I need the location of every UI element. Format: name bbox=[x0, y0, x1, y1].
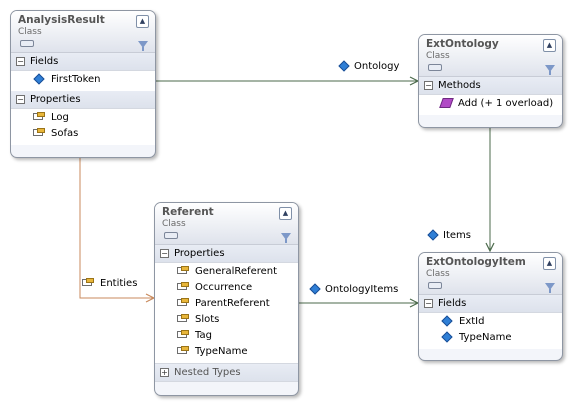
class-name: Referent bbox=[162, 206, 214, 218]
collapse-icon[interactable]: ▲ bbox=[543, 39, 556, 52]
section-properties[interactable]: −Properties bbox=[155, 245, 298, 263]
class-extontologyitem[interactable]: ExtOntologyItem Class ▲ −Fields ExtId Ty… bbox=[418, 252, 563, 361]
property-icon bbox=[33, 128, 45, 138]
ontology-association-label: Ontology bbox=[338, 60, 400, 73]
member-name: ExtId bbox=[459, 316, 485, 327]
items-association-label: Items bbox=[427, 229, 471, 242]
field-icon bbox=[338, 60, 350, 72]
collapse-section-icon[interactable]: − bbox=[16, 57, 25, 66]
section-nested-types[interactable]: + Nested Types bbox=[155, 363, 298, 382]
collapse-section-icon[interactable]: − bbox=[160, 249, 169, 258]
class-name: ExtOntology bbox=[426, 38, 499, 50]
collapse-icon[interactable]: ▲ bbox=[543, 257, 556, 270]
member-name: GeneralReferent bbox=[195, 266, 278, 277]
class-header[interactable]: Referent Class ▲ bbox=[155, 203, 298, 245]
member-name: Sofas bbox=[51, 128, 79, 139]
section-label: Methods bbox=[438, 80, 481, 91]
class-kind: Class bbox=[426, 269, 450, 279]
property-icon bbox=[177, 314, 189, 324]
entities-label-text: Entities bbox=[100, 278, 138, 289]
section-properties[interactable]: −Properties bbox=[11, 91, 155, 109]
property-icon bbox=[33, 112, 45, 122]
section-fields[interactable]: −Fields bbox=[419, 295, 562, 313]
section-label: Fields bbox=[438, 298, 467, 309]
member-name: Log bbox=[51, 112, 69, 123]
collapse-icon[interactable]: ▲ bbox=[279, 207, 292, 220]
property-icon bbox=[177, 346, 189, 356]
class-stereotype-icon bbox=[428, 282, 442, 289]
property-icon bbox=[82, 278, 94, 288]
class-stereotype-icon bbox=[20, 40, 34, 47]
class-header[interactable]: ExtOntology Class ▲ bbox=[419, 35, 562, 77]
field-icon bbox=[309, 283, 321, 295]
member-name: Slots bbox=[195, 314, 220, 325]
member-item[interactable]: GeneralReferent bbox=[155, 264, 298, 280]
section-label: Properties bbox=[174, 248, 225, 259]
section-label: Fields bbox=[30, 56, 59, 67]
class-name: AnalysisResult bbox=[18, 14, 105, 26]
member-item[interactable]: ExtId bbox=[419, 314, 562, 330]
member-item[interactable]: Tag bbox=[155, 328, 298, 344]
class-kind: Class bbox=[18, 27, 42, 37]
entities-association-label: Entities bbox=[82, 278, 137, 290]
property-icon bbox=[177, 282, 189, 292]
member-name: TypeName bbox=[195, 346, 248, 357]
filter-icon[interactable] bbox=[545, 65, 555, 75]
member-name: Add (+ 1 overload) bbox=[458, 98, 554, 109]
collapse-icon[interactable]: ▲ bbox=[136, 15, 149, 28]
field-icon bbox=[33, 73, 45, 85]
ontology-items-label-text: OntologyItems bbox=[325, 284, 399, 295]
member-item[interactable]: TypeName bbox=[419, 330, 562, 346]
member-item[interactable]: Occurrence bbox=[155, 280, 298, 296]
member-item[interactable]: FirstToken bbox=[11, 72, 155, 88]
section-label: Properties bbox=[30, 94, 81, 105]
member-name: TypeName bbox=[459, 332, 512, 343]
property-icon bbox=[177, 266, 189, 276]
property-icon bbox=[177, 330, 189, 340]
collapse-section-icon[interactable]: − bbox=[424, 299, 433, 308]
member-item[interactable]: Sofas bbox=[11, 126, 155, 142]
expand-section-icon[interactable]: + bbox=[160, 368, 169, 377]
section-label: Nested Types bbox=[174, 367, 241, 378]
member-name: FirstToken bbox=[51, 74, 101, 85]
filter-icon[interactable] bbox=[281, 233, 291, 243]
class-header[interactable]: ExtOntologyItem Class ▲ bbox=[419, 253, 562, 295]
field-icon bbox=[441, 331, 453, 343]
class-kind: Class bbox=[426, 51, 450, 61]
member-name: Occurrence bbox=[195, 282, 253, 293]
ontology-items-association-label: OntologyItems bbox=[309, 283, 399, 296]
ontology-label-text: Ontology bbox=[354, 61, 400, 72]
filter-icon[interactable] bbox=[545, 283, 555, 293]
section-fields[interactable]: −Fields bbox=[11, 53, 155, 71]
member-item[interactable]: TypeName bbox=[155, 344, 298, 360]
member-name: ParentReferent bbox=[195, 298, 270, 309]
class-stereotype-icon bbox=[164, 232, 178, 239]
collapse-section-icon[interactable]: − bbox=[424, 81, 433, 90]
entities-connector[interactable] bbox=[79, 157, 154, 298]
property-icon bbox=[177, 298, 189, 308]
member-name: Tag bbox=[195, 330, 212, 341]
class-stereotype-icon bbox=[428, 64, 442, 71]
method-icon bbox=[439, 98, 454, 108]
class-kind: Class bbox=[162, 219, 186, 229]
filter-icon[interactable] bbox=[138, 41, 148, 51]
field-icon bbox=[441, 315, 453, 327]
class-analysisresult[interactable]: AnalysisResult Class ▲ −Fields FirstToke… bbox=[10, 10, 156, 158]
member-item[interactable]: Slots bbox=[155, 312, 298, 328]
class-name: ExtOntologyItem bbox=[426, 256, 526, 268]
class-extontology[interactable]: ExtOntology Class ▲ −Methods Add (+ 1 ov… bbox=[418, 34, 563, 128]
collapse-section-icon[interactable]: − bbox=[16, 95, 25, 104]
class-referent[interactable]: Referent Class ▲ −Properties GeneralRefe… bbox=[154, 202, 299, 396]
member-item[interactable]: ParentReferent bbox=[155, 296, 298, 312]
member-item[interactable]: Add (+ 1 overload) bbox=[419, 96, 562, 112]
section-methods[interactable]: −Methods bbox=[419, 77, 562, 95]
field-icon bbox=[427, 229, 439, 241]
member-item[interactable]: Log bbox=[11, 110, 155, 126]
items-label-text: Items bbox=[443, 230, 471, 241]
class-header[interactable]: AnalysisResult Class ▲ bbox=[11, 11, 155, 53]
